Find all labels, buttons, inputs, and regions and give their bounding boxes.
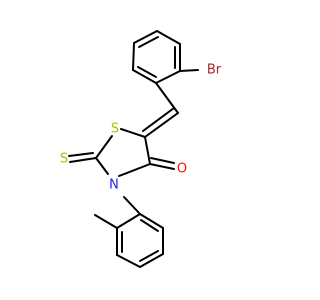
nitrogen-label: N [109,178,119,193]
oxygen-label: O [177,162,187,177]
bond-vinyl-double-b [142,107,175,132]
atom-labels: Br S S N O [60,63,222,193]
bond-thiazolidine-3 [95,157,109,175]
bonds [68,30,199,268]
bond-tolyl-inner-3 [140,219,159,232]
bond-tolyl-3 [116,254,141,268]
bond-thiazolidine-2 [95,135,113,159]
molecule-structure: Br S S N O [60,30,222,268]
bond-vinyl-double-a [144,112,179,138]
bond-bromophenyl-inner-2 [137,66,157,78]
bond-carbon-bromine [179,69,199,72]
bond-tolyl-6 [139,213,164,229]
bond-thiazolidine-1 [120,128,146,138]
ring-sulfur-label: S [111,122,119,137]
bond-tolyl-4 [139,253,164,268]
bond-bromophenyl-inner-1 [138,36,159,48]
bond-thione-b [68,152,94,157]
bond-bromophenyl-6 [156,30,181,45]
thione-sulfur-label: S [60,152,68,167]
bond-thiazolidine-4 [118,163,151,177]
bond-bromophenyl-2 [132,42,135,71]
bond-nitrogen-to-tolyl [123,196,141,215]
bond-carbonyl-b [150,157,175,164]
bond-methyl [94,214,118,229]
bond-tolyl-inner-2 [139,250,159,262]
bond-tolyl-1 [116,213,141,229]
bond-bromophenyl-3 [132,69,157,84]
bond-bromophenyl-1 [133,30,158,44]
bond-thione-a [69,157,97,163]
bond-bromophenyl-4 [155,70,181,84]
bond-thiazolidine-5 [144,136,151,165]
bond-carbonyl-a [149,163,175,170]
bromine-label: Br [207,63,222,78]
